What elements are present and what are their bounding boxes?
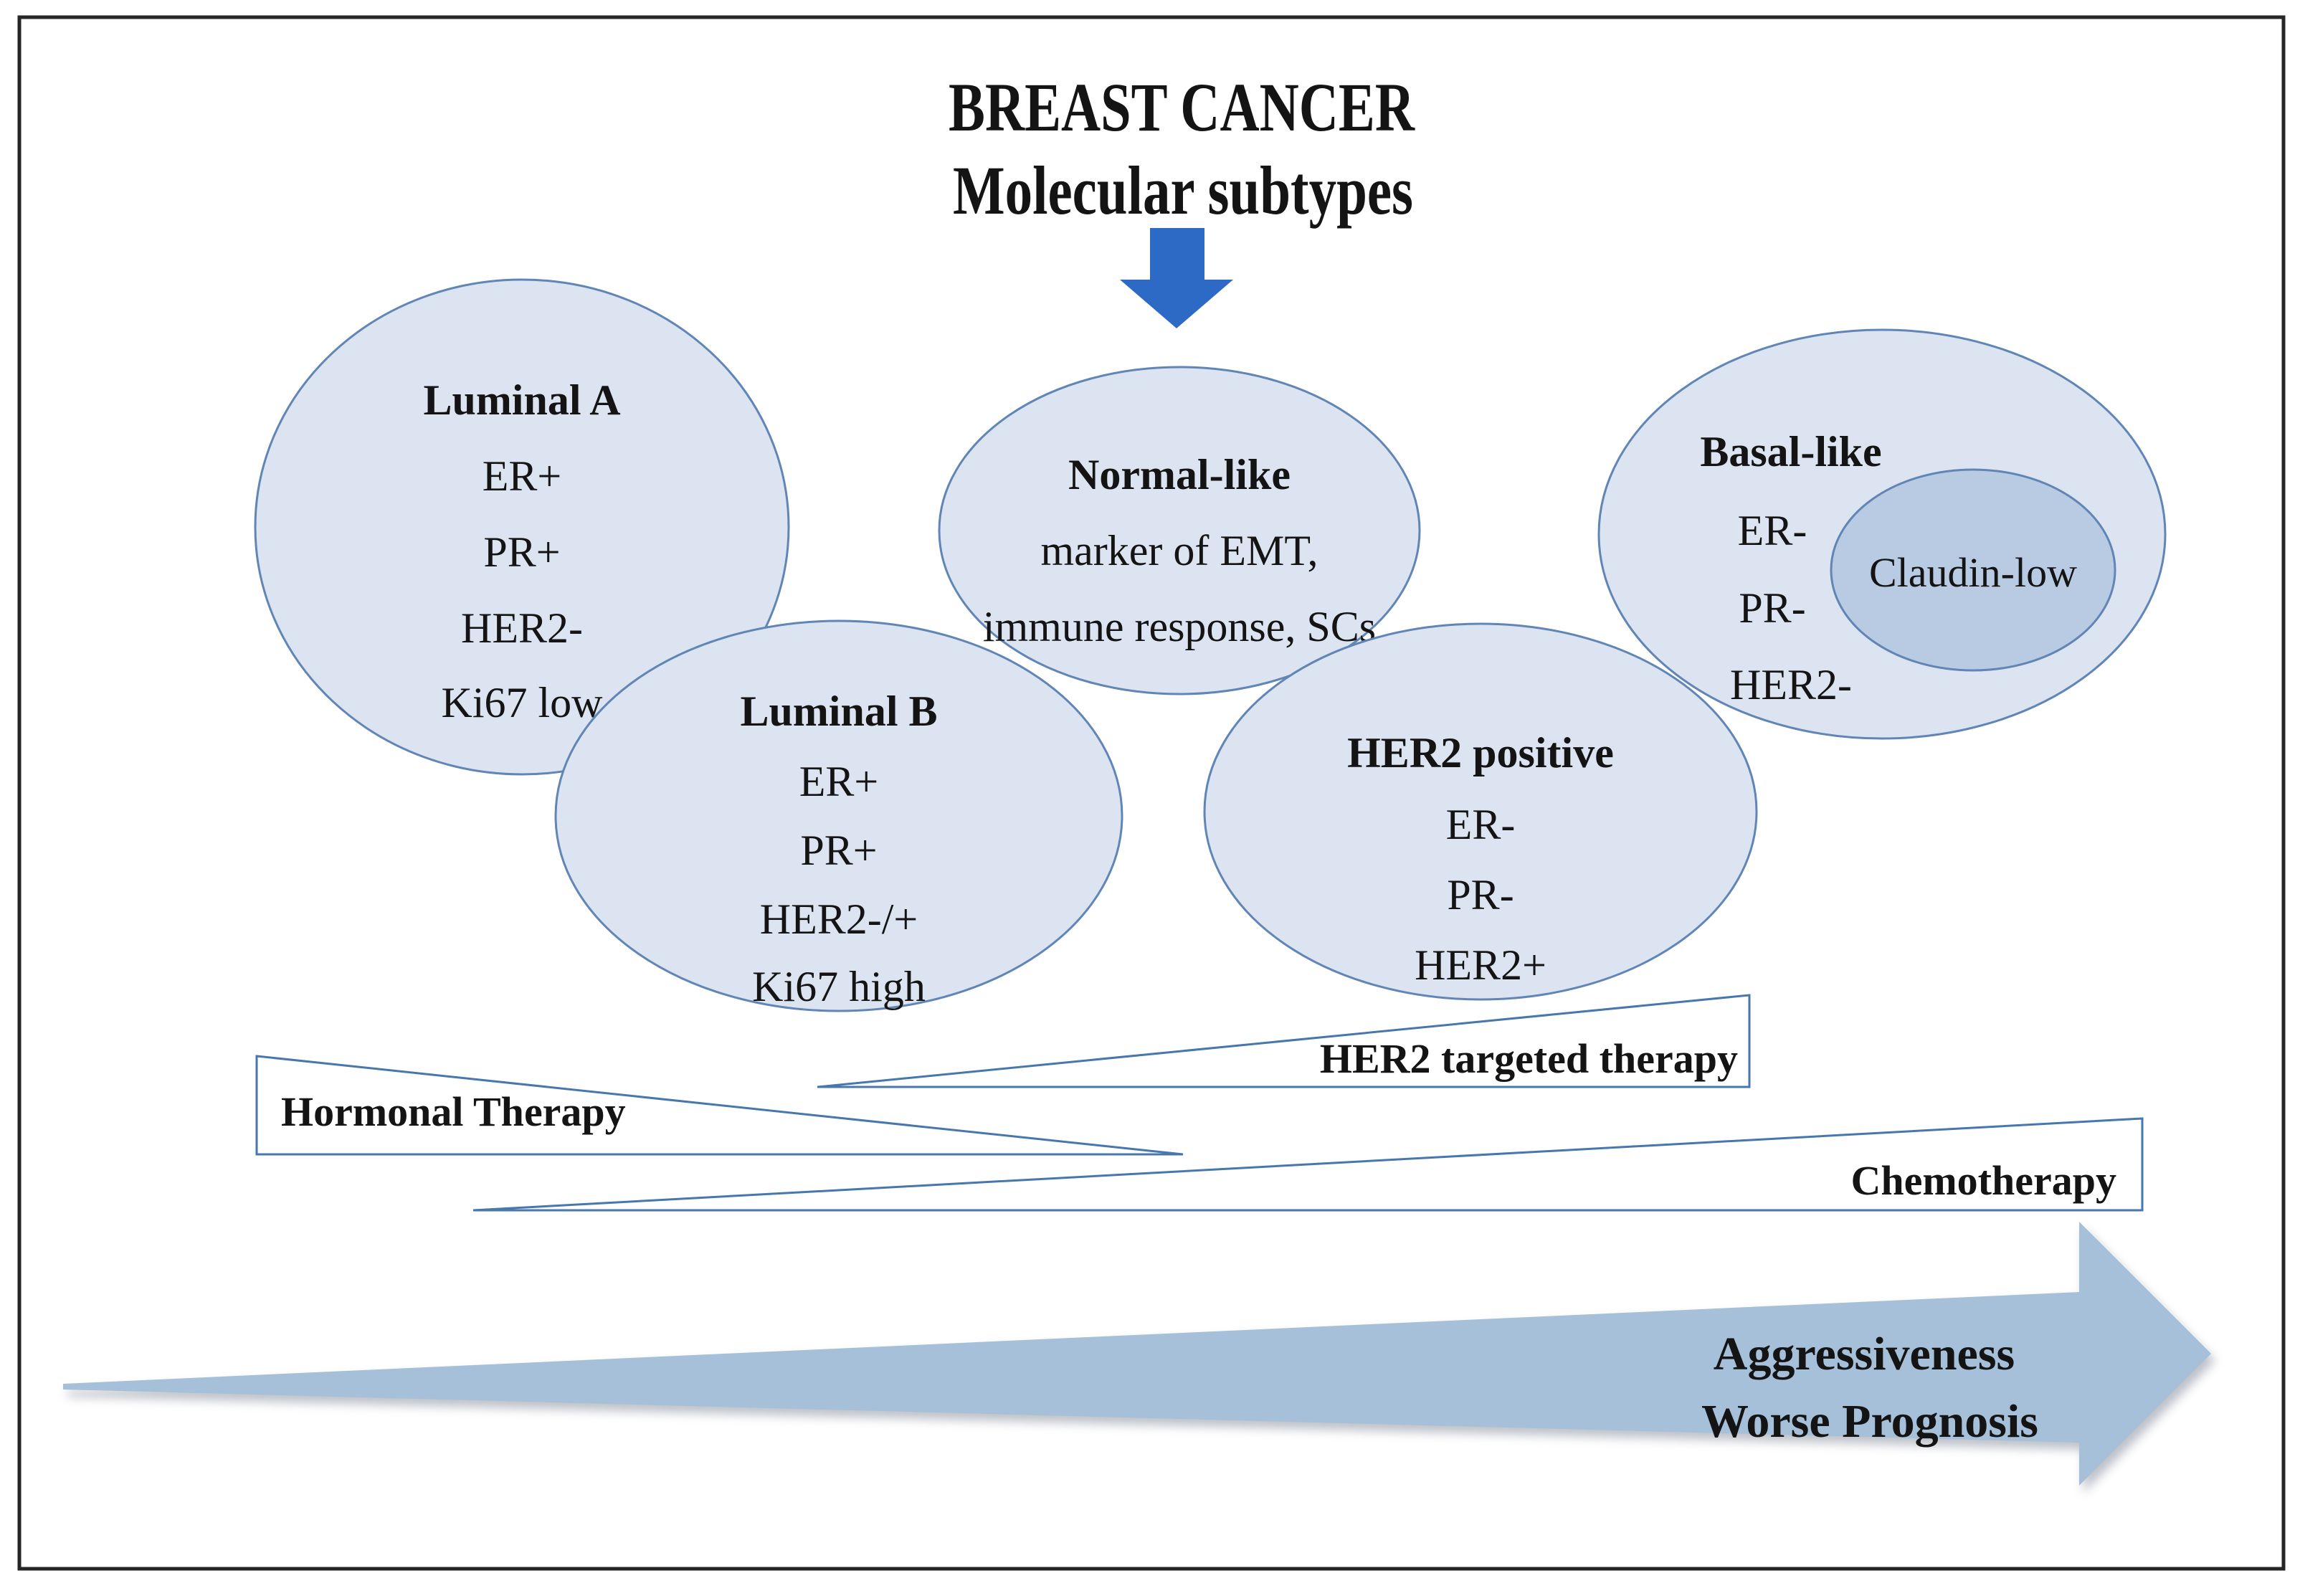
down-arrow-icon — [1120, 228, 1233, 328]
subtype-feature: HER2-/+ — [760, 896, 918, 943]
subtype-feature: ER+ — [799, 758, 879, 805]
subtype-feature: Ki67 low — [442, 679, 604, 726]
therapy-label-chemotherapy: Chemotherapy — [1850, 1157, 2116, 1204]
therapy-label-hormonal: Hormonal Therapy — [281, 1088, 626, 1135]
subtype-feature: ER+ — [483, 452, 562, 500]
subtype-feature: PR- — [1739, 584, 1805, 632]
prognosis-label-line-1: Aggressiveness — [1714, 1328, 2015, 1380]
therapy-triangle-hormonal — [255, 1055, 1184, 1156]
subtype-feature: PR+ — [483, 528, 560, 576]
subtype-feature: marker of EMT, — [1040, 527, 1318, 574]
subtype-ellipse-her2-positive — [1203, 622, 1758, 1001]
subtype-feature: HER2- — [1730, 661, 1852, 708]
subtype-feature: HER2- — [461, 604, 583, 652]
subtype-name-normal-like: Normal-like — [1068, 451, 1291, 498]
subtype-feature: immune response, SCs — [983, 603, 1376, 650]
subtype-name-luminal-b: Luminal B — [740, 688, 937, 735]
subtype-feature: HER2+ — [1415, 941, 1546, 989]
subtype-ellipse-luminal-a — [254, 278, 790, 776]
subtype-name-luminal-a: Luminal A — [423, 376, 620, 424]
figure-title-line-2: Molecular subtypes — [953, 152, 1413, 229]
nested-subtype-label-claudin-low: Claudin-low — [1869, 549, 2077, 596]
subtype-feature: PR+ — [800, 827, 877, 874]
subtype-name-her2-positive: HER2 positive — [1347, 729, 1614, 776]
subtype-feature: PR- — [1447, 871, 1513, 918]
nested-ellipse-claudin-low — [1830, 468, 2116, 672]
down-arrow-head — [1120, 280, 1233, 328]
therapy-label-her2-targeted: HER2 targeted therapy — [1320, 1035, 1738, 1082]
figure-title-line-1: BREAST CANCER — [949, 69, 1415, 146]
subtype-ellipse-normal-like — [938, 366, 1421, 695]
therapy-triangle-her2-targeted — [817, 994, 1751, 1088]
prognosis-label-line-2: Worse Prognosis — [1701, 1395, 2038, 1448]
subtype-name-basal-like: Basal-like — [1700, 428, 1881, 475]
down-arrow-shaft — [1150, 228, 1204, 281]
therapy-triangle-chemotherapy — [472, 1117, 2144, 1212]
subtype-feature: ER- — [1738, 507, 1807, 554]
subtype-feature: Ki67 high — [752, 963, 926, 1010]
prognosis-arrow — [63, 1222, 2211, 1486]
subtype-feature: ER- — [1446, 801, 1516, 848]
subtype-ellipse-luminal-b — [554, 619, 1123, 1012]
